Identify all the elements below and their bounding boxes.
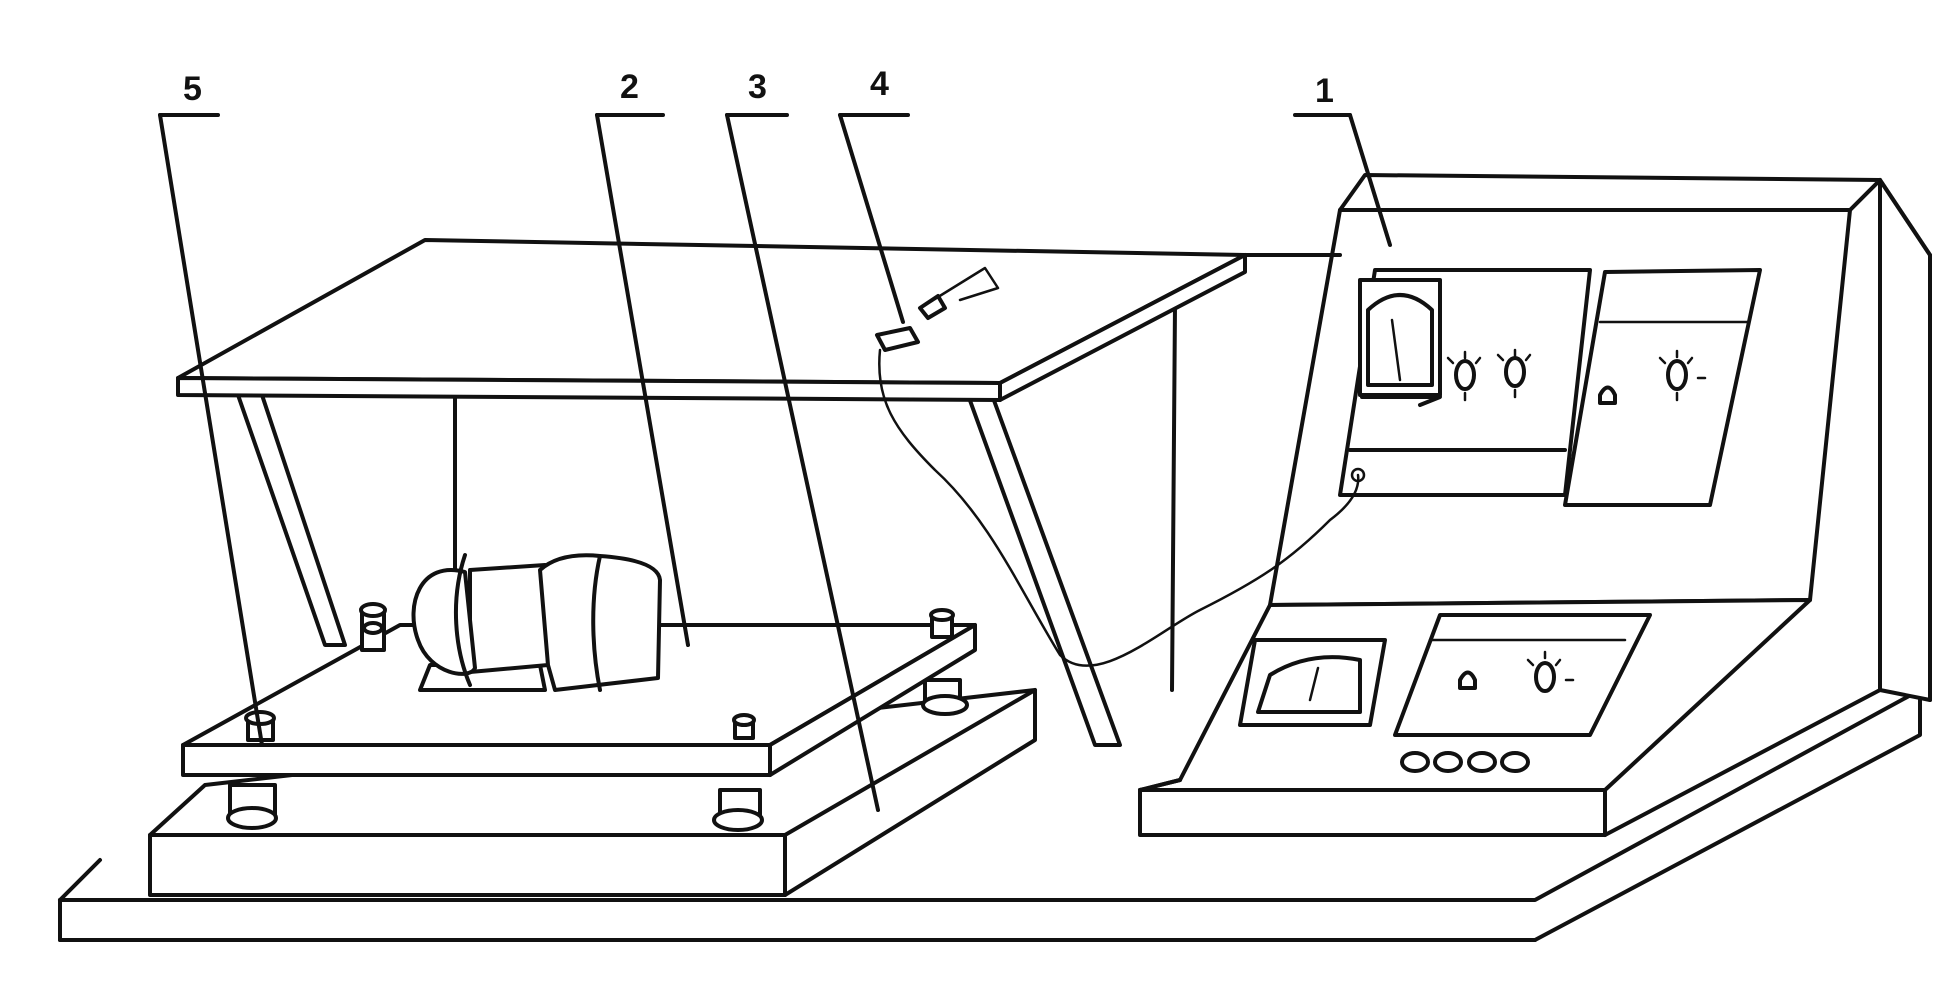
plate-bolt <box>929 608 955 639</box>
upper-knob-b <box>1496 348 1532 399</box>
control-console <box>1138 173 1932 837</box>
label-2: 2 <box>620 68 639 106</box>
upper-right-knob <box>1658 349 1707 402</box>
base-board <box>58 688 1922 942</box>
label-1: 1 <box>1315 72 1334 110</box>
label-2-leader: 2 <box>595 68 690 647</box>
sensor-cable <box>875 266 1360 667</box>
lower-knob <box>1526 650 1575 693</box>
label-5: 5 <box>183 70 202 108</box>
overhead-table <box>176 238 1342 747</box>
label-4-leader: 4 <box>838 65 910 324</box>
motor <box>411 553 662 692</box>
label-3-leader: 3 <box>725 68 880 812</box>
upper-knob-a <box>1446 350 1482 402</box>
label-3: 3 <box>748 68 767 106</box>
label-1-leader: 1 <box>1293 72 1392 247</box>
label-4: 4 <box>870 65 889 103</box>
plate-bolt <box>732 713 756 740</box>
label-5-leader: 5 <box>158 70 264 747</box>
plate-bolt <box>359 602 387 652</box>
